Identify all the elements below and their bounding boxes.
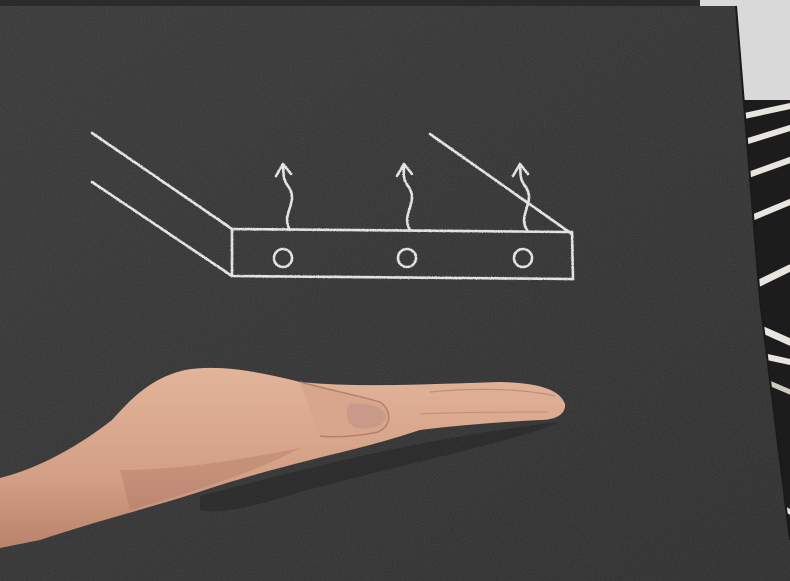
photo-canvas: [0, 0, 790, 581]
photo-scene: [0, 0, 790, 581]
